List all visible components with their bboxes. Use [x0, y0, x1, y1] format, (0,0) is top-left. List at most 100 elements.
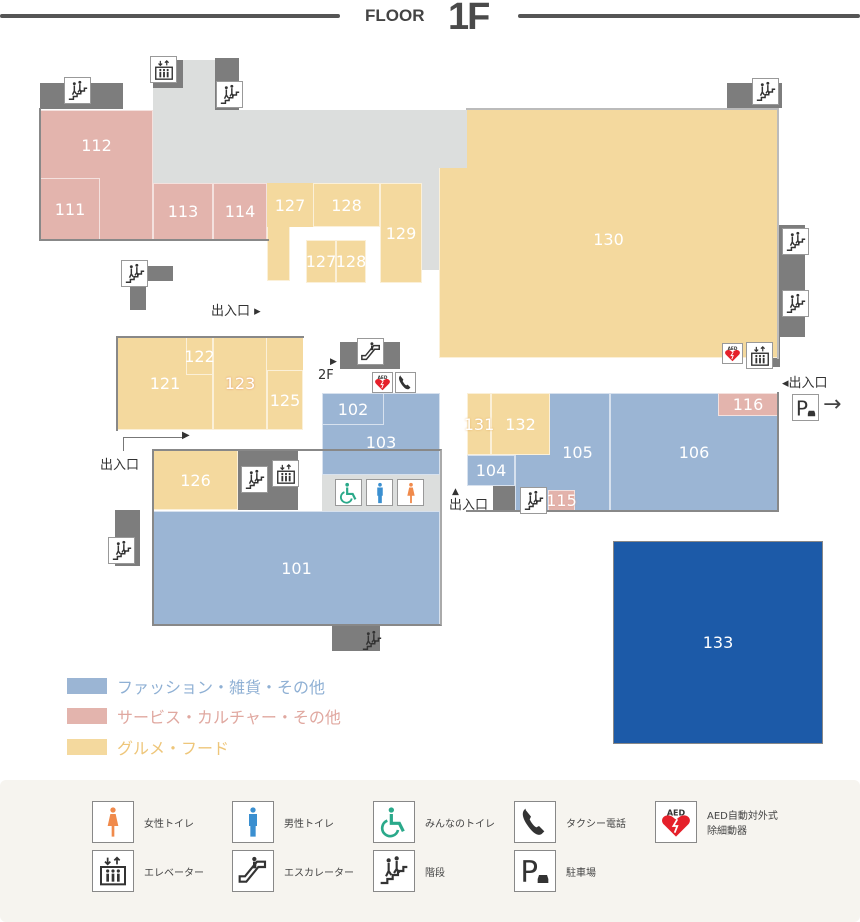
elevator-icon: [150, 56, 177, 83]
room-132[interactable]: 132: [491, 393, 550, 455]
room-number: 126: [180, 470, 211, 490]
entrance-label: 出入口 ▸: [211, 304, 261, 319]
room-131[interactable]: 131: [464, 393, 494, 455]
room-number: 114: [224, 202, 256, 221]
stairs-icon: [358, 627, 385, 654]
room-number: 104: [475, 461, 507, 480]
entrance-label: ▲出入口: [449, 487, 489, 513]
male-toilet-icon[interactable]: [366, 479, 393, 506]
room-number: 112: [81, 136, 112, 155]
entrance-label: ◂出入口: [782, 376, 828, 391]
taxi-phone-icon: [514, 801, 556, 843]
stairs-icon: [520, 487, 547, 514]
room-113[interactable]: 113: [153, 183, 213, 240]
room-130-upper[interactable]: [467, 110, 778, 170]
accessible-toilet-icon[interactable]: [335, 479, 362, 506]
female-toilet-icon: [92, 801, 134, 843]
stairwell: [130, 282, 146, 310]
floor-number: 1F: [448, 0, 490, 38]
room-111[interactable]: 111: [40, 178, 100, 240]
room-number: 116: [732, 395, 764, 414]
key-accessible-toilet: みんなのトイレ: [373, 801, 495, 843]
legend-service: サービス・カルチャー・その他: [67, 704, 341, 728]
room-number: 128: [335, 252, 367, 271]
legend-fashion: ファッション・雑貨・その他: [67, 674, 325, 698]
aed-icon: [655, 801, 697, 843]
stairwell: [332, 625, 380, 651]
key-parking: 駐車場: [514, 850, 596, 892]
room-number: 131: [463, 414, 495, 434]
elevator-icon: [746, 342, 773, 369]
elevator-icon: [92, 850, 134, 892]
stairs-icon: [64, 77, 91, 104]
room-128-lower[interactable]: 128: [336, 240, 366, 283]
room-number: 115: [546, 491, 577, 510]
room-number: 122: [184, 346, 215, 366]
room-number: 106: [678, 442, 710, 462]
male-toilet-icon: [232, 801, 274, 843]
room-115[interactable]: 115: [546, 490, 577, 511]
room-104[interactable]: 104: [467, 455, 515, 486]
parking-icon: [514, 850, 556, 892]
female-toilet-icon[interactable]: [397, 479, 424, 506]
room-number: 103: [365, 432, 397, 452]
key-aed: AED自動対外式除細動器: [655, 801, 778, 843]
stairwell: [148, 266, 173, 281]
room-number: 121: [149, 374, 181, 393]
key-elevator: エレベーター: [92, 850, 204, 892]
room-128[interactable]: 128: [313, 183, 380, 227]
stairs-icon: [108, 537, 135, 564]
room-number: 111: [54, 199, 86, 219]
floor-word: FLOOR: [365, 6, 425, 25]
room-number: 125: [269, 390, 301, 410]
stairs-icon: [216, 81, 243, 108]
room-127-top[interactable]: 127: [267, 183, 313, 227]
taxi-phone-icon: [395, 372, 416, 393]
stairs-icon: [752, 78, 779, 105]
header-line-right: [518, 14, 860, 18]
legend-food: グルメ・フード: [67, 735, 229, 759]
key-escalator: エスカレーター: [232, 850, 354, 892]
key-male-toilet: 男性トイレ: [232, 801, 334, 843]
stairs-icon: [782, 228, 809, 255]
room-127-lower[interactable]: 127: [306, 240, 336, 283]
room-number: 132: [505, 414, 536, 434]
room-116[interactable]: 116: [718, 393, 778, 416]
room-number: 133: [702, 633, 734, 652]
room-number: 123: [224, 374, 256, 393]
escalator-icon: [232, 850, 274, 892]
stairs-icon: [121, 260, 148, 287]
stairs-icon: [373, 850, 415, 892]
room-122[interactable]: 122: [184, 337, 215, 375]
corridor: [153, 110, 467, 184]
room-101[interactable]: 101: [153, 511, 440, 625]
key-stairs: 階段: [373, 850, 445, 892]
room-number: 102: [337, 399, 369, 419]
room-130[interactable]: 130: [439, 168, 778, 358]
room-125-top[interactable]: [267, 337, 303, 371]
room-129[interactable]: 129: [380, 183, 422, 283]
parking-icon[interactable]: [792, 394, 819, 421]
room-125[interactable]: 125: [267, 370, 303, 430]
corridor: [420, 180, 440, 270]
room-102[interactable]: 102: [322, 393, 384, 425]
room-number: 127: [305, 252, 337, 271]
parking-arrow: →: [823, 392, 842, 417]
room-133[interactable]: 133: [613, 541, 823, 744]
facility-key-panel: [0, 780, 860, 922]
room-number: 105: [562, 442, 593, 462]
key-female-toilet: 女性トイレ: [92, 801, 194, 843]
room-number: 127: [274, 195, 306, 215]
room-126[interactable]: 126: [153, 450, 238, 510]
aed-icon: [722, 343, 743, 364]
room-number: 113: [167, 202, 199, 221]
escalator-icon: [357, 338, 384, 365]
entrance-label: 出入口: [100, 458, 140, 473]
room-123[interactable]: 123: [213, 337, 267, 430]
key-taxi-phone: タクシー電話: [514, 801, 626, 843]
room-number: 129: [385, 223, 417, 243]
room-number: 128: [331, 195, 362, 215]
aed-icon: [372, 372, 393, 393]
stairs-icon: [241, 466, 268, 493]
room-114[interactable]: 114: [213, 183, 267, 240]
